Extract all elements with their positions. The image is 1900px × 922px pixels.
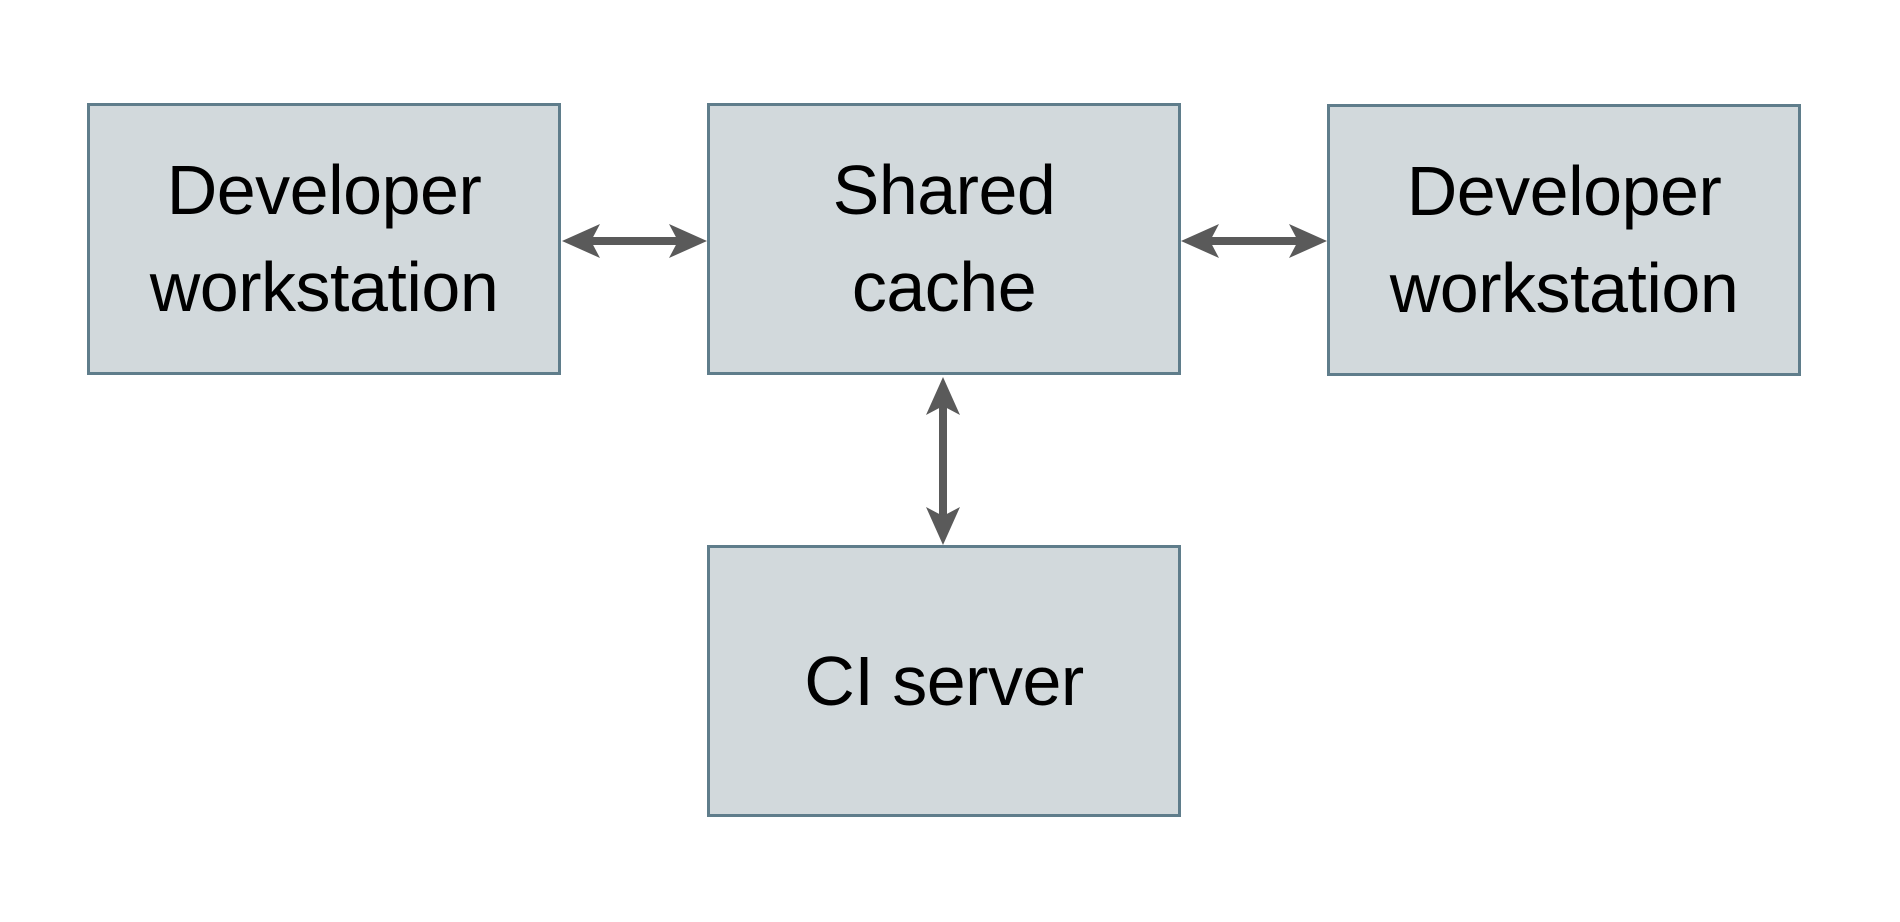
arrow-head-right-icon [669, 224, 707, 258]
arrow-shaft [588, 237, 681, 245]
arrow-shaft [1207, 237, 1301, 245]
node-label: CI server [804, 641, 1084, 720]
bidirectional-arrow-cache-ci-server [926, 377, 960, 545]
arrow-head-down-icon [926, 507, 960, 545]
arrow-head-left-icon [1181, 224, 1219, 258]
arrow-head-up-icon [926, 377, 960, 415]
arrow-head-left-icon [562, 224, 600, 258]
arrow-head-right-icon [1289, 224, 1327, 258]
node-label: Shared [832, 151, 1056, 229]
node-label: Developer [166, 151, 482, 229]
node-developer-workstation-right: Developer workstation [1327, 104, 1801, 376]
node-label: cache [851, 248, 1037, 326]
node-label: workstation [149, 248, 499, 326]
node-developer-workstation-left: Developer workstation [87, 103, 561, 375]
node-ci-server: CI server [707, 545, 1181, 817]
node-label: workstation [1389, 249, 1739, 327]
bidirectional-arrow-cache-right-workstation [1181, 224, 1327, 258]
node-label: Developer [1406, 152, 1722, 230]
node-shared-cache: Shared cache [707, 103, 1181, 375]
bidirectional-arrow-left-workstation-cache [562, 224, 707, 258]
arrow-shaft [939, 403, 947, 519]
